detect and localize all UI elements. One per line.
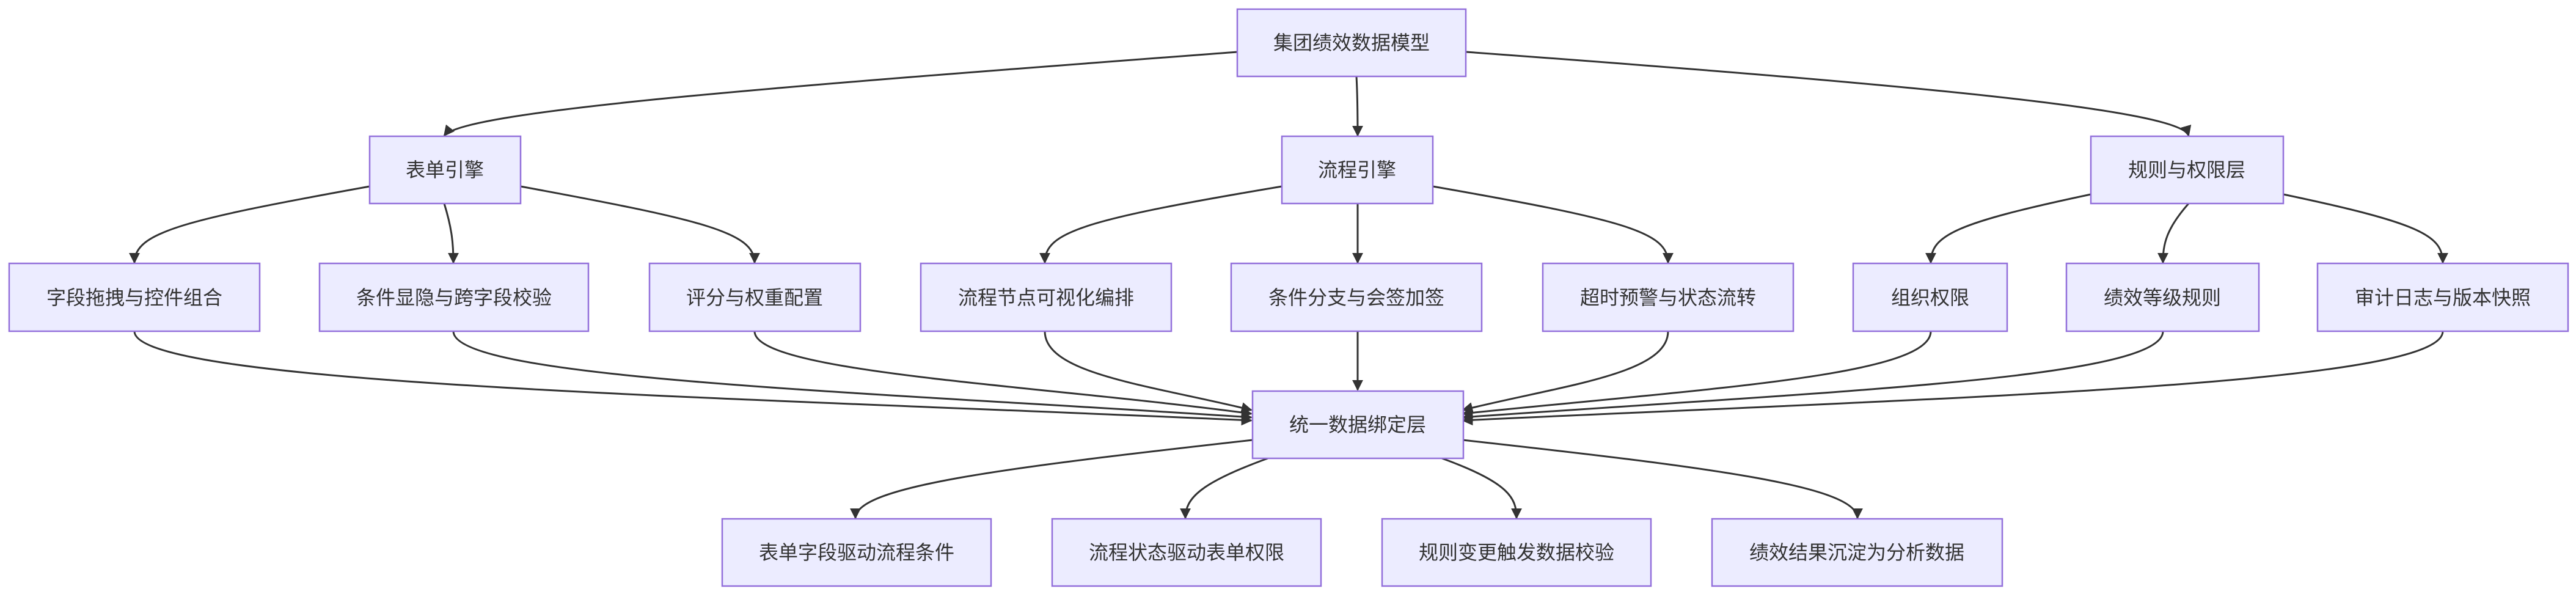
edge-root-to-flow-engine	[1352, 76, 1363, 137]
edge-form-engine-to-drag-fields	[129, 185, 370, 264]
node-audit-log-label: 审计日志与版本快照	[2355, 286, 2531, 309]
edge-form-engine-to-cond-visibility	[443, 203, 459, 264]
node-binding-layer-label: 统一数据绑定层	[1289, 413, 1426, 436]
edge-rules-to-audit-log	[2283, 193, 2448, 264]
node-perf-rules: 绩效等级规则	[2065, 262, 2260, 332]
edges	[129, 51, 2448, 519]
edge-flow-engine-to-timeout	[1432, 185, 1674, 264]
node-perf-rules-label: 绩效等级规则	[2104, 286, 2221, 309]
node-result-analysis: 绩效结果沉淀为分析数据	[1711, 518, 2003, 587]
node-form-engine-label: 表单引擎	[406, 158, 484, 182]
node-flow-visual-label: 流程节点可视化编排	[958, 286, 1134, 309]
node-timeout: 超时预警与状态流转	[1542, 262, 1795, 332]
node-cond-visibility: 条件显隐与跨字段校验	[318, 262, 590, 332]
node-timeout-label: 超时预警与状态流转	[1580, 286, 1756, 309]
edge-perf-rules-to-binding	[1462, 331, 2164, 422]
node-flow-visual: 流程节点可视化编排	[920, 262, 1173, 332]
edge-binding-to-result-analysis	[1462, 439, 1863, 519]
node-flow-engine: 流程引擎	[1281, 135, 1434, 205]
edge-scoring-to-binding	[753, 331, 1253, 418]
node-rule-trigger: 规则变更触发数据校验	[1381, 518, 1652, 587]
node-cond-visibility-label: 条件显隐与跨字段校验	[356, 286, 552, 309]
edge-timeout-to-binding	[1462, 331, 1669, 413]
edge-rules-to-perf-rules	[2157, 203, 2190, 264]
node-org-perm-label: 组织权限	[1891, 286, 1969, 309]
node-root: 集团绩效数据模型	[1236, 8, 1467, 78]
node-flow-drive-form-label: 流程状态驱动表单权限	[1089, 541, 1284, 564]
node-rule-trigger-label: 规则变更触发数据校验	[1419, 541, 1614, 564]
node-flow-drive-form: 流程状态驱动表单权限	[1051, 518, 1322, 587]
node-flow-engine-label: 流程引擎	[1318, 158, 1396, 182]
node-rules-layer: 规则与权限层	[2090, 135, 2285, 205]
nodes: 集团绩效数据模型 表单引擎 流程引擎 规则与权限层 字段拖拽与控件组合 条件显隐…	[8, 8, 2569, 587]
edge-audit-log-to-binding	[1462, 331, 2444, 426]
node-result-analysis-label: 绩效结果沉淀为分析数据	[1749, 541, 1964, 564]
node-form-drive-flow-label: 表单字段驱动流程条件	[759, 541, 954, 564]
edge-rules-to-org-perm	[1925, 193, 2091, 264]
node-branch-sign-label: 条件分支与会签加签	[1268, 286, 1444, 309]
edge-drag-fields-to-binding	[133, 331, 1253, 426]
node-branch-sign: 条件分支与会签加签	[1230, 262, 1483, 332]
edge-binding-to-flow-drive-form	[1180, 457, 1268, 519]
node-org-perm: 组织权限	[1852, 262, 2008, 332]
edge-org-perm-to-binding	[1462, 331, 1932, 419]
edge-binding-to-rule-trigger	[1441, 457, 1522, 519]
node-scoring: 评分与权重配置	[648, 262, 862, 332]
edge-root-to-rules-layer	[1466, 51, 2192, 137]
node-drag-fields: 字段拖拽与控件组合	[8, 262, 261, 332]
edge-cond-visibility-to-binding	[452, 331, 1253, 422]
node-root-label: 集团绩效数据模型	[1273, 31, 1430, 54]
node-rules-layer-label: 规则与权限层	[2128, 158, 2245, 182]
node-form-drive-flow: 表单字段驱动流程条件	[721, 518, 992, 587]
edge-root-to-form-engine	[443, 51, 1238, 137]
node-binding-layer: 统一数据绑定层	[1251, 390, 1465, 460]
edge-flow-visual-to-binding	[1044, 331, 1253, 413]
node-audit-log: 审计日志与版本快照	[2316, 262, 2569, 332]
edge-form-engine-to-scoring	[520, 185, 760, 264]
edge-binding-to-form-drive-flow	[850, 439, 1253, 519]
node-form-engine: 表单引擎	[368, 135, 522, 205]
node-drag-fields-label: 字段拖拽与控件组合	[46, 286, 222, 309]
edge-flow-engine-to-flow-visual	[1039, 185, 1283, 264]
node-scoring-label: 评分与权重配置	[686, 286, 823, 309]
